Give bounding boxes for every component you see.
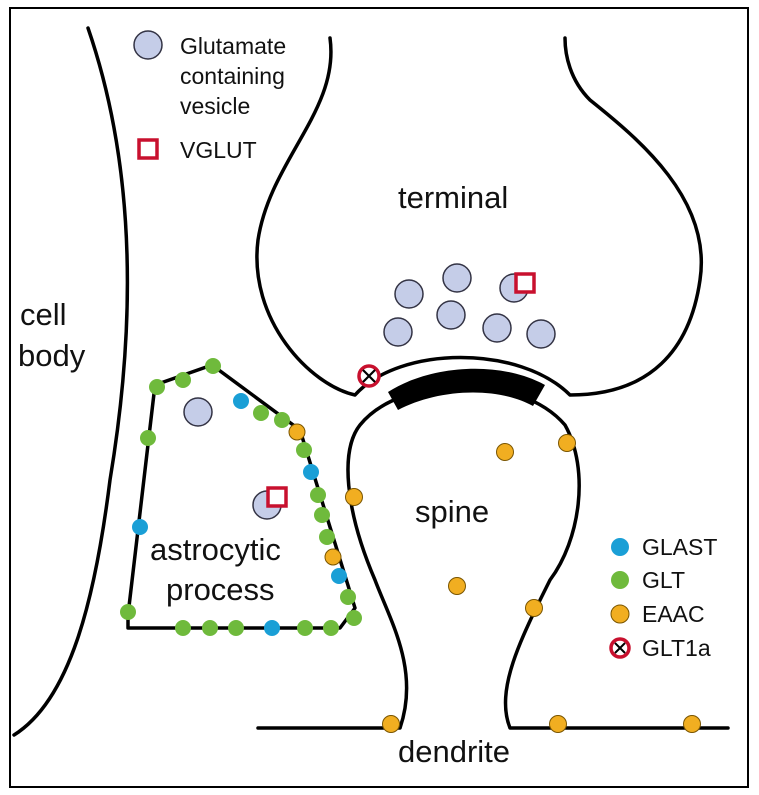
legend-vesicle-label-2: containing: [180, 63, 285, 89]
vesicle: [436, 300, 466, 330]
glt-transporter: [346, 610, 362, 626]
glt-transporter: [310, 487, 326, 503]
legend-glast-label: GLAST: [642, 534, 717, 560]
legend-eaac-label: EAAC: [642, 601, 705, 627]
glast-transporter: [264, 620, 280, 636]
glt-transporter: [323, 620, 339, 636]
glast-transporter: [303, 464, 319, 480]
glt-transporter: [340, 589, 356, 605]
glt-transporter: [202, 620, 218, 636]
eaac-transporter: [549, 715, 567, 733]
legend-glast-icon: [611, 538, 629, 556]
glt-transporter: [175, 620, 191, 636]
legend-vglut-label: VGLUT: [180, 137, 257, 163]
astrocytic-label: astrocytic: [150, 532, 281, 567]
eaac-transporter: [683, 715, 701, 733]
astrocyte-vesicle: [183, 397, 213, 427]
terminal-label: terminal: [398, 180, 508, 215]
vesicle: [526, 319, 556, 349]
eaac-transporter: [382, 715, 400, 733]
glt-transporter: [140, 430, 156, 446]
vglut-marker: [514, 272, 536, 294]
legend-vesicle-icon: [133, 30, 163, 60]
legend-glt-icon: [611, 571, 629, 589]
spine-transporters: [345, 434, 701, 733]
eaac-transporter: [288, 423, 306, 441]
eaac-transporter: [345, 488, 363, 506]
glt-transporter: [120, 604, 136, 620]
glt-transporter: [274, 412, 290, 428]
astrocyte-transporters: [120, 358, 362, 636]
glt-transporter: [253, 405, 269, 421]
legend-vesicle-label-3: vesicle: [180, 93, 250, 119]
legend-vglut-icon: [137, 138, 159, 160]
glt-transporter: [296, 442, 312, 458]
cell-body-label-2: body: [18, 338, 86, 373]
legend-right: GLAST GLT EAAC GLT1a: [609, 534, 717, 661]
legend-vesicle-label: Glutamate: [180, 33, 286, 59]
vesicle: [482, 313, 512, 343]
eaac-transporter: [448, 577, 466, 595]
eaac-transporter: [496, 443, 514, 461]
cell-body-label: cell: [20, 297, 67, 332]
terminal-membrane: [255, 36, 704, 397]
dendrite-label: dendrite: [398, 734, 510, 769]
legend-glt-label: GLT: [642, 567, 685, 593]
legend-eaac-icon: [610, 604, 630, 624]
cell-body-membrane: [12, 26, 130, 737]
glast-transporter: [233, 393, 249, 409]
vesicle: [394, 279, 424, 309]
glt-transporter: [314, 507, 330, 523]
eaac-transporter: [525, 599, 543, 617]
spine-label: spine: [415, 494, 489, 529]
legend-glt1a-icon: [609, 637, 631, 659]
postsynaptic-density: [388, 368, 545, 410]
legend-top: Glutamate containing vesicle VGLUT: [133, 30, 286, 163]
terminal-vesicles: [383, 263, 556, 349]
eaac-transporter: [558, 434, 576, 452]
astrocyte-vglut-marker: [266, 486, 288, 508]
glt-transporter: [228, 620, 244, 636]
glt-transporter: [297, 620, 313, 636]
glast-transporter: [331, 568, 347, 584]
astrocytic-label-2: process: [166, 572, 275, 607]
eaac-transporter: [324, 548, 342, 566]
legend-glt1a-label: GLT1a: [642, 635, 711, 661]
glt-transporter: [149, 379, 165, 395]
glt-transporter: [175, 372, 191, 388]
glt-transporter: [205, 358, 221, 374]
vesicle: [383, 317, 413, 347]
glt-transporter: [319, 529, 335, 545]
vesicle: [442, 263, 472, 293]
glt1a-marker: [357, 364, 381, 388]
spine-dendrite-membrane: [256, 384, 730, 730]
glast-transporter: [132, 519, 148, 535]
